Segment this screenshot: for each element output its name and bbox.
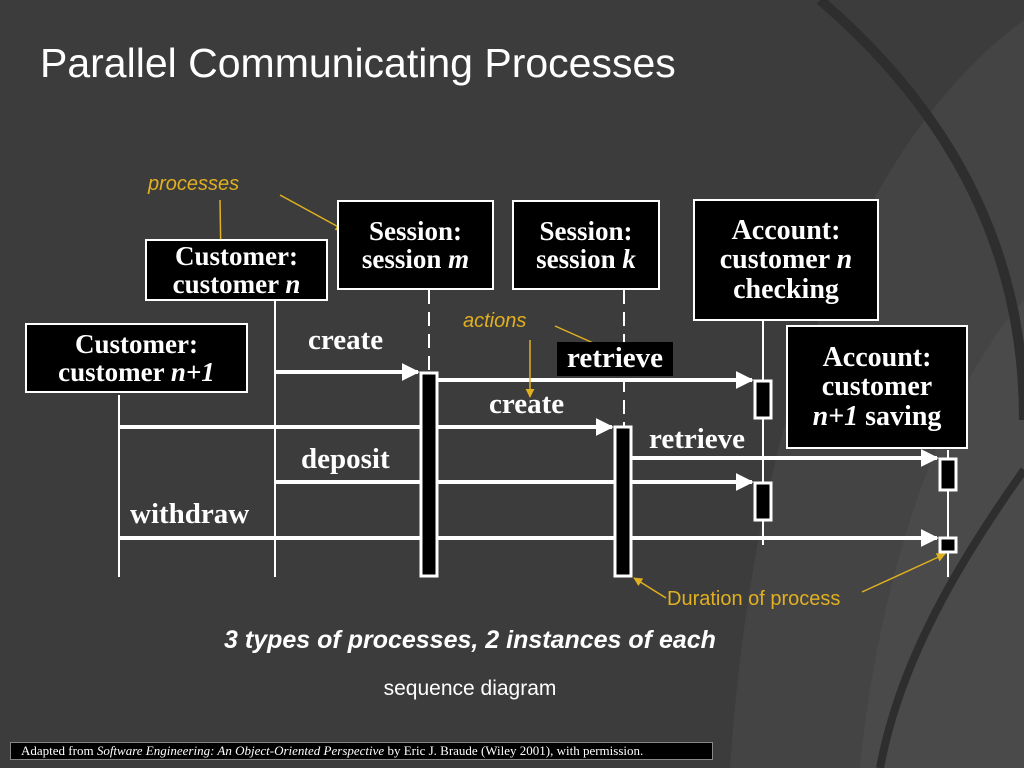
activation-session-m: [419, 371, 439, 578]
activation-account-n1-2: [938, 536, 958, 554]
object-account-n1-class: Account:: [822, 341, 932, 373]
object-account-n1-name: customer: [821, 371, 933, 403]
object-session-m: Session: session m: [337, 200, 494, 290]
activation-account-n-2: [753, 481, 773, 522]
object-customer-n-class: Customer:: [175, 240, 298, 271]
annotation-processes: processes: [148, 173, 240, 195]
object-session-k-name: session: [536, 244, 623, 274]
credit-line: Adapted from Software Engineering: An Ob…: [10, 742, 713, 760]
object-customer-n1: Customer: customer n+1: [25, 323, 248, 393]
object-session-m-name: session: [361, 244, 449, 274]
object-customer-n1-name: customer: [58, 357, 171, 387]
message-retrieve-1: retrieve: [557, 342, 674, 376]
object-account-n1-var: n+1: [812, 400, 859, 432]
object-account-n-var: n: [836, 244, 853, 276]
annotation-actions: actions: [463, 310, 527, 332]
annotation-duration: Duration of process: [667, 588, 841, 610]
object-customer-n-name: customer: [172, 269, 286, 299]
activation-account-n1-1: [938, 457, 958, 492]
object-session-k: Session: session k: [512, 200, 660, 290]
credit-book-title: Software Engineering: An Object-Oriented…: [96, 743, 385, 758]
slide-subcaption: sequence diagram: [383, 677, 557, 700]
credit-suffix: by Eric J. Braude (Wiley 2001), with per…: [384, 743, 644, 758]
object-account-n-class: Account:: [731, 214, 841, 246]
pointer-duration-account: [861, 553, 946, 593]
message-withdraw: withdraw: [130, 498, 250, 530]
slide-title: Parallel Communicating Processes: [40, 40, 676, 86]
message-retrieve-2: retrieve: [649, 423, 746, 455]
object-session-k-var: k: [622, 244, 636, 274]
message-create-1: create: [308, 324, 384, 356]
activation-session-k: [613, 425, 633, 578]
activation-account-n-1: [753, 379, 773, 420]
object-customer-n-var: n: [285, 269, 301, 299]
object-customer-n1-class: Customer:: [75, 328, 198, 359]
object-account-n-kind: checking: [733, 273, 839, 305]
message-deposit: deposit: [301, 443, 390, 475]
object-customer-n1-var: n+1: [170, 357, 215, 387]
object-session-m-var: m: [448, 244, 470, 274]
object-account-n1: Account: customer n+1 saving: [786, 325, 968, 449]
credit-prefix: Adapted from: [21, 743, 97, 758]
object-account-n1-kind: saving: [858, 400, 942, 432]
pointer-processes-session: [279, 194, 345, 231]
object-account-n: Account: customer n checking: [693, 199, 879, 321]
message-create-2: create: [489, 388, 565, 420]
object-session-m-class: Session:: [368, 215, 463, 246]
object-customer-n: Customer: customer n: [145, 239, 328, 301]
object-session-k-class: Session:: [539, 215, 633, 246]
object-account-n-name: customer: [719, 244, 837, 276]
slide-caption: 3 types of processes, 2 instances of eac…: [224, 626, 716, 654]
pointer-duration-session: [633, 577, 667, 599]
